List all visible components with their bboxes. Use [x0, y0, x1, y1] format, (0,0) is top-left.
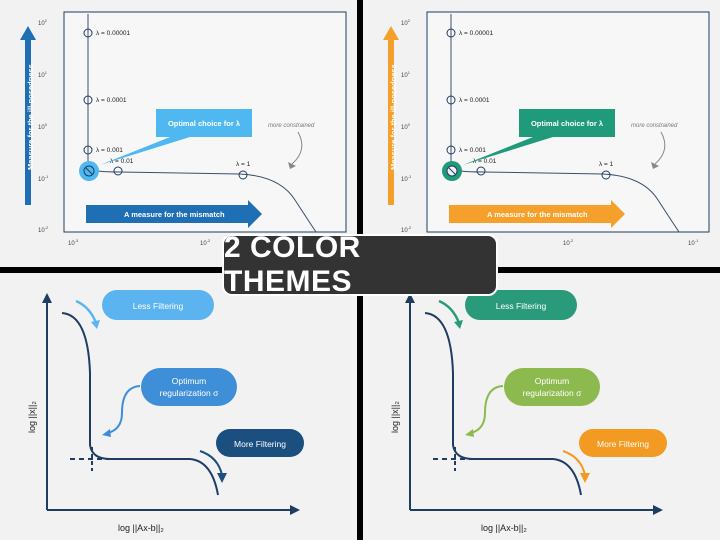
filtering-curve	[424, 312, 582, 496]
x-axis-label: log ||Ax-b||₂	[118, 523, 164, 533]
lambda-point	[83, 28, 93, 38]
callout-text: Optimal choice for λ	[531, 119, 604, 128]
svg-text:100: 100	[401, 122, 411, 131]
svg-text:10-1: 10-1	[38, 174, 49, 183]
less-filtering-label: Less Filtering	[496, 301, 547, 311]
less-arrow	[75, 299, 98, 324]
svg-text:10-2: 10-2	[563, 238, 574, 247]
x-axis-label: A measure for the mismatch	[124, 210, 225, 219]
lambda-point	[113, 166, 123, 176]
lambda-label: λ = 0.01	[110, 158, 134, 165]
callout-text: Optimal choice for λ	[168, 119, 241, 128]
svg-text:10-2: 10-2	[401, 225, 412, 234]
optimum-label-line2: regularization σ	[160, 388, 219, 398]
more-filtering-pill	[216, 429, 304, 457]
optimum-pill	[504, 368, 600, 406]
note-text: more constrained	[268, 123, 315, 129]
optimum-pill	[141, 368, 237, 406]
y-axis-label: Measure for the ill-posedness	[389, 64, 398, 170]
filtering-panel-blue: log ||x||₂ log ||Ax-b||₂ Less Filtering …	[0, 273, 357, 540]
color-themes-banner: 2 COLOR THEMES	[222, 231, 498, 298]
more-arrow	[562, 450, 586, 476]
optimum-arrow	[470, 385, 504, 434]
y-axis-arrow	[383, 26, 399, 205]
lambda-point	[83, 145, 93, 155]
less-filtering-pill	[465, 290, 577, 320]
note-text: more constrained	[631, 123, 678, 129]
callout-box	[519, 109, 615, 137]
more-filtering-pill	[579, 429, 667, 457]
svg-text:10-2: 10-2	[38, 225, 49, 234]
less-filtering-pill	[102, 290, 214, 320]
y-axis-label: log ||x||₂	[27, 401, 37, 433]
filtering-curve	[61, 312, 219, 496]
lambda-label: λ = 0.001	[459, 147, 486, 154]
lambda-point	[601, 170, 611, 180]
svg-text:101: 101	[38, 70, 48, 79]
lambda-point	[446, 28, 456, 38]
x-axis-label: A measure for the mismatch	[487, 210, 588, 219]
svg-text:102: 102	[38, 18, 48, 27]
lambda-label: λ = 1	[236, 161, 251, 168]
lambda-label: λ = 0.0001	[459, 97, 490, 104]
svg-text:10-3: 10-3	[68, 238, 79, 247]
more-arrow	[199, 450, 223, 476]
x-axis-arrow	[86, 200, 262, 228]
y-axis-label: Measure for the ill-posedness	[26, 64, 35, 170]
filtering-panel-multi: log ||x||₂ log ||Ax-b||₂ Less Filtering …	[363, 273, 720, 540]
lambda-label: λ = 1	[599, 161, 614, 168]
y-axis-label: log ||x||₂	[390, 401, 400, 433]
more-filtering-label: More Filtering	[234, 439, 286, 449]
svg-text:101: 101	[401, 70, 411, 79]
x-axis-label: log ||Ax-b||₂	[481, 523, 527, 533]
lambda-point	[446, 145, 456, 155]
lambda-label: λ = 0.00001	[459, 30, 494, 37]
lambda-point	[476, 166, 486, 176]
svg-text:10-2: 10-2	[200, 238, 211, 247]
lambda-label: λ = 0.0001	[96, 97, 127, 104]
less-filtering-label: Less Filtering	[133, 301, 184, 311]
less-arrow	[438, 299, 461, 324]
optimum-label-line1: Optimum	[172, 376, 206, 386]
lambda-point	[238, 170, 248, 180]
lambda-label: λ = 0.001	[96, 147, 123, 154]
callout-box	[156, 109, 252, 137]
lambda-label: λ = 0.01	[473, 158, 497, 165]
lcurve-panel-multi: 102 101 100 10-1 10-2 10-3 10-2 10-1 λ =…	[363, 0, 720, 267]
lambda-label: λ = 0.00001	[96, 30, 131, 37]
y-axis-arrow	[20, 26, 36, 205]
lambda-point	[83, 95, 93, 105]
svg-text:10-1: 10-1	[688, 238, 699, 247]
lcurve-panel-blue: 102 101 100 10-1 10-2 10-3 10-2 10-1 λ =…	[0, 0, 357, 267]
more-filtering-label: More Filtering	[597, 439, 649, 449]
optimum-label-line1: Optimum	[535, 376, 569, 386]
svg-text:100: 100	[38, 122, 48, 131]
lambda-point	[446, 95, 456, 105]
svg-text:10-1: 10-1	[401, 174, 412, 183]
x-axis-arrow	[449, 200, 625, 228]
optimum-label-line2: regularization σ	[523, 388, 582, 398]
optimum-arrow	[107, 385, 141, 434]
svg-text:102: 102	[401, 18, 411, 27]
